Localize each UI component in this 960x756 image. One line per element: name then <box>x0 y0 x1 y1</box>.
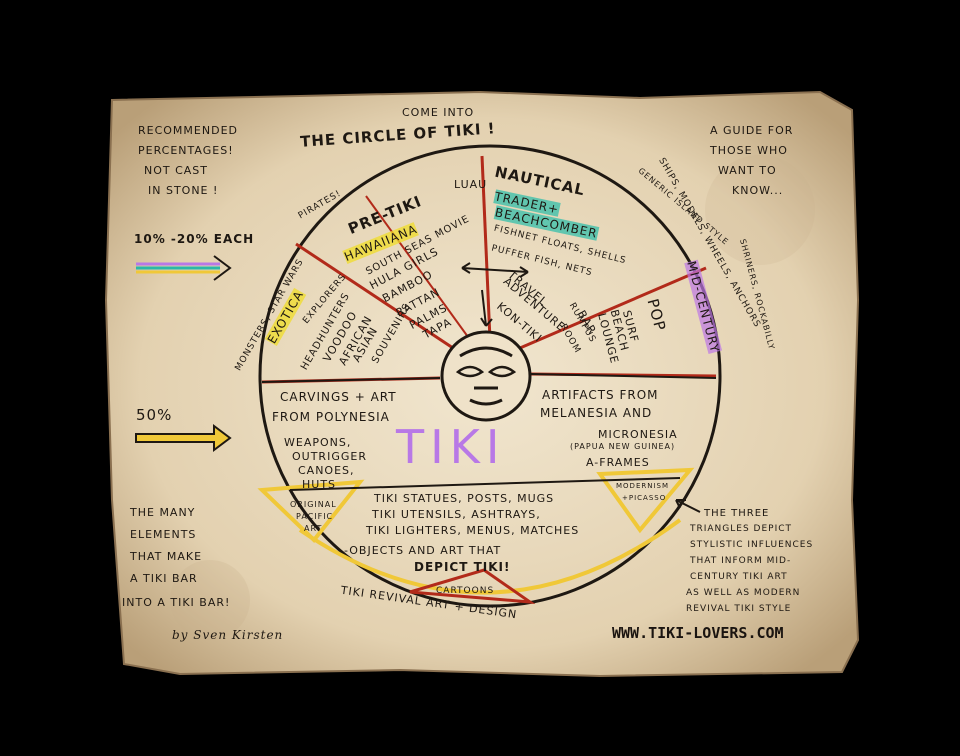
tiki-wheel <box>257 144 722 608</box>
come-into-label: COME INTO <box>402 106 475 119</box>
triangles-band <box>257 479 365 543</box>
arrow-icon <box>675 499 701 513</box>
orange-arrow-icon <box>135 424 232 452</box>
percent-each-label: 10% -20% EACH <box>134 232 255 246</box>
rainbow-arrow-icon <box>136 255 232 281</box>
luau-label: LUAU <box>454 178 488 191</box>
percent-fifty-label: 50% <box>136 406 173 424</box>
cartoons-label: CARTOONS <box>436 586 495 596</box>
tiki-label: TIKI <box>396 420 506 474</box>
tiki-mask-icon <box>440 330 532 422</box>
website-link[interactable]: WWW.TIKI-LOVERS.COM <box>612 624 784 642</box>
author-signature: by Sven Kirsten <box>172 628 284 642</box>
